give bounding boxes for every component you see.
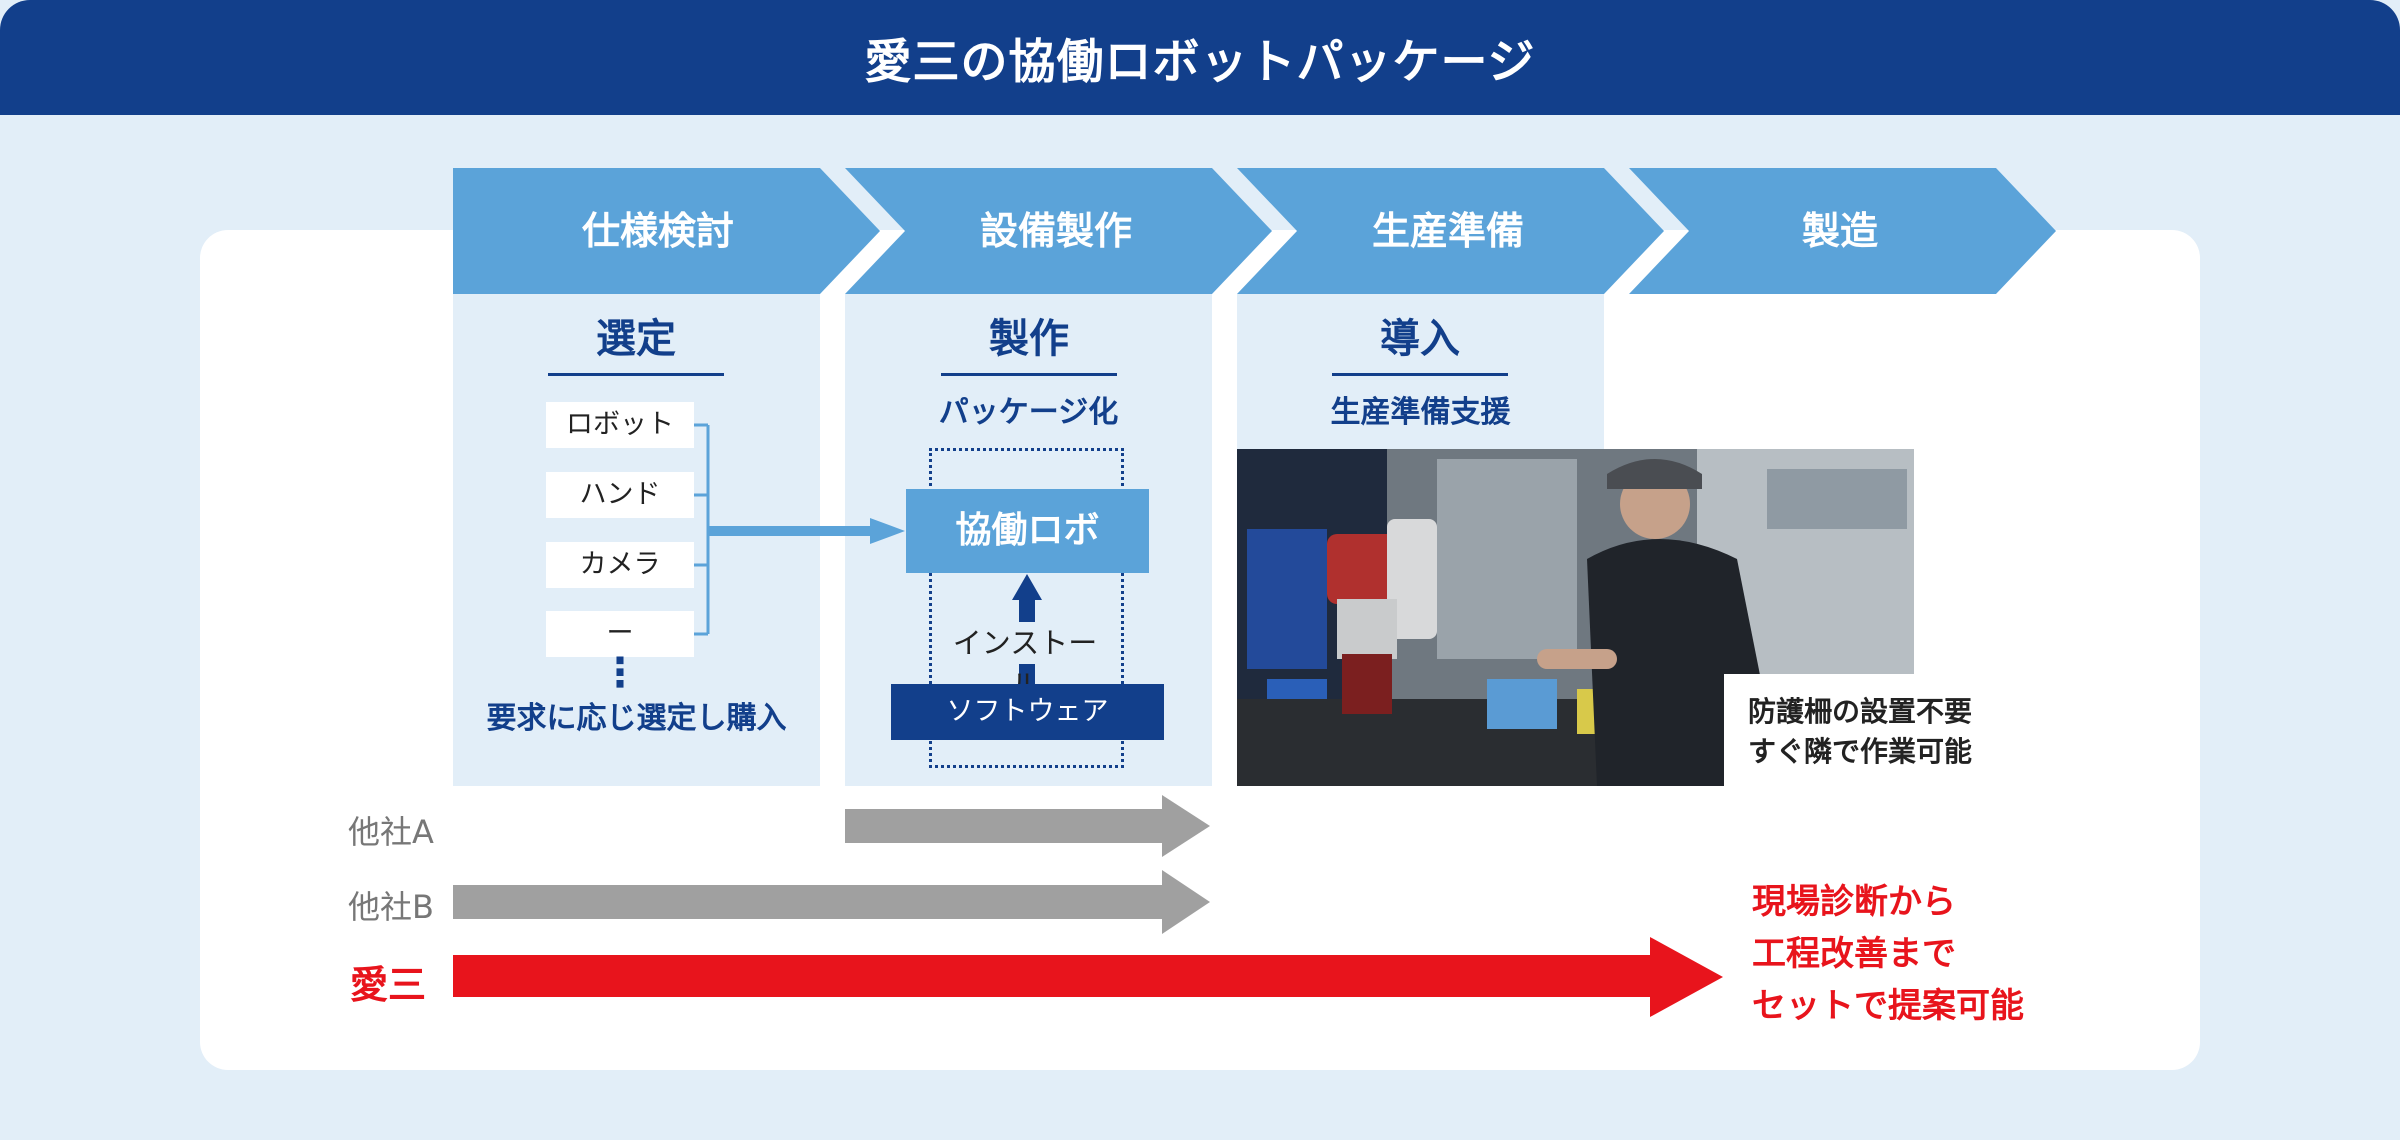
photo-caption: 防護柵の設置不要 すぐ隣で作業可能	[1724, 674, 2024, 786]
photo-caption-line1: 防護柵の設置不要	[1748, 695, 1973, 728]
item-robot: ロボット	[546, 402, 694, 448]
proposal-line3: セットで提案可能	[1752, 986, 2024, 1026]
column-spec	[453, 294, 820, 786]
step-label-4: 製造	[1801, 209, 1878, 253]
step-label-1: 仕様検討	[581, 209, 734, 253]
proposal-line2: 工程改善まで	[1752, 934, 1956, 974]
item-other: ー	[546, 611, 694, 657]
collab-robot-box: 協働ロボ	[906, 489, 1149, 573]
proposal-line1: 現場診断から	[1752, 882, 1956, 922]
photo-caption-line2: すぐ隣で作業可能	[1748, 735, 1973, 768]
column-prep	[1237, 294, 1604, 449]
item-ellipsis: ⋮	[600, 650, 640, 696]
install-arrow-head	[1012, 574, 1042, 600]
row-label-company-b: 他社B	[348, 888, 434, 926]
selection-underline	[548, 373, 724, 376]
arrow-aisan	[453, 937, 1723, 1017]
production-title: 製作	[989, 316, 1069, 362]
page-title-bar: 愛三の協働ロボットパッケージ	[0, 0, 2400, 115]
step-label-3: 生産準備	[1371, 209, 1524, 253]
item-camera: カメラ	[546, 542, 694, 588]
arrow-company-b	[453, 870, 1210, 934]
row-label-company-a: 他社A	[348, 813, 434, 851]
row-label-aisan: 愛三	[350, 963, 427, 1007]
selection-note: 要求に応じ選定し購入	[486, 701, 787, 736]
introduction-subtitle: 生産準備支援	[1330, 395, 1511, 430]
proposal-text: 現場診断から 工程改善まで セットで提案可能	[1752, 876, 2072, 1032]
package-dotted-frame	[929, 448, 1124, 768]
install-label: インストール	[940, 622, 1110, 702]
page-title: 愛三の協働ロボットパッケージ	[864, 35, 1536, 90]
production-subtitle: パッケージ化	[938, 395, 1119, 430]
step-label-2: 設備製作	[979, 209, 1132, 253]
selection-title: 選定	[596, 316, 676, 362]
introduction-title: 導入	[1380, 316, 1460, 362]
item-hand: ハンド	[546, 472, 694, 518]
software-box: ソフトウェア	[891, 684, 1164, 740]
introduction-underline	[1332, 373, 1508, 376]
arrow-company-a	[845, 795, 1210, 857]
production-underline	[941, 373, 1117, 376]
